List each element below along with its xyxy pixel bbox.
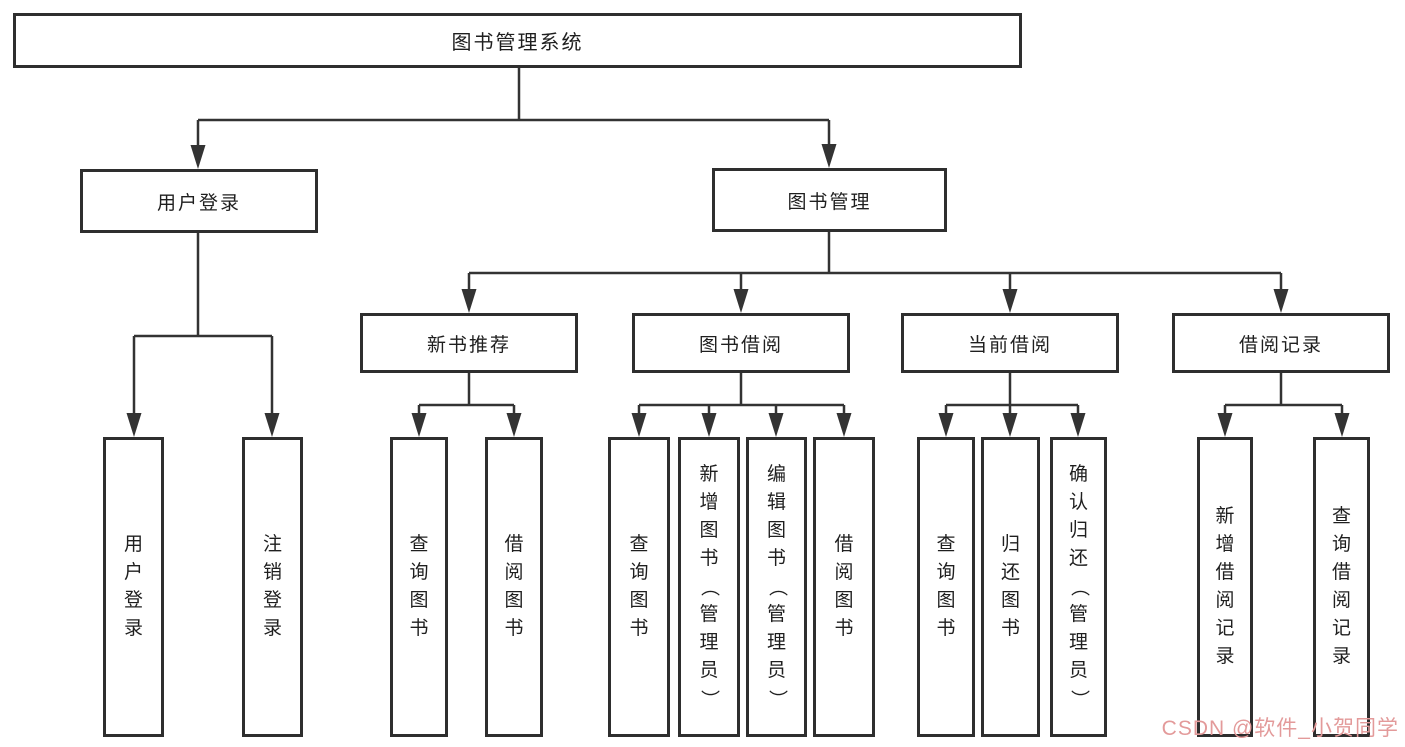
node-leaf-edit-books-admin: 编辑图书（管理员） [746,437,807,737]
node-leaf-query-books-recommend: 查询图书 [390,437,448,737]
node-current-borrow: 当前借阅 [901,313,1119,373]
node-root-system: 图书管理系统 [13,13,1022,68]
node-leaf-borrow-books: 借阅图书 [813,437,875,737]
watermark: CSDN @软件_小贺同学 [1161,717,1399,740]
node-leaf-query-books-borrow: 查询图书 [608,437,670,737]
node-leaf-add-books-admin: 新增图书（管理员） [678,437,740,737]
node-leaf-query-books-current: 查询图书 [917,437,975,737]
node-leaf-logout-login: 注销登录 [242,437,303,737]
node-leaf-query-borrow-record: 查询借阅记录 [1313,437,1370,737]
node-new-book-recommend: 新书推荐 [360,313,578,373]
node-book-borrow: 图书借阅 [632,313,850,373]
node-leaf-confirm-return-admin: 确认归还（管理员） [1050,437,1107,737]
node-leaf-add-borrow-record: 新增借阅记录 [1197,437,1253,737]
node-leaf-user-login: 用户登录 [103,437,164,737]
node-book-management-module: 图书管理 [712,168,947,232]
node-leaf-return-books: 归还图书 [981,437,1040,737]
node-borrow-record: 借阅记录 [1172,313,1390,373]
node-user-login-module: 用户登录 [80,169,318,233]
node-leaf-borrow-books-recommend: 借阅图书 [485,437,543,737]
